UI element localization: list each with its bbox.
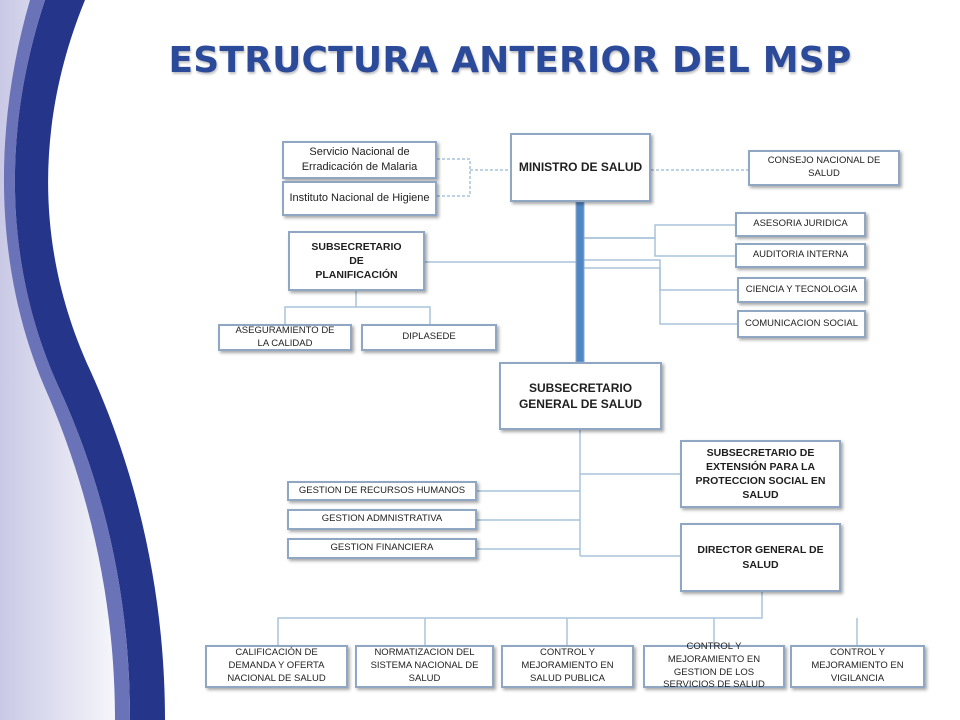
box-ciencia-tecnologia: CIENCIA Y TECNOLOGIA <box>737 277 866 303</box>
box-aseguramiento-calidad: ASEGURAMIENTO DE LA CALIDAD <box>218 324 352 351</box>
box-subsecretario-general: SUBSECRETARIO GENERAL DE SALUD <box>499 362 662 430</box>
box-comunicacion-social: COMUNICACION SOCIAL <box>737 310 866 338</box>
box-subsecretario-extension: SUBSECRETARIO DE EXTENSIÓN PARA LA PROTE… <box>680 440 841 508</box>
box-instituto-higiene: Instituto Nacional de Higiene <box>282 181 437 216</box>
box-auditoria-interna: AUDITORIA INTERNA <box>735 243 866 268</box>
box-servicio-malaria: Servicio Nacional de Erradicación de Mal… <box>282 141 437 179</box>
box-calificacion-demanda: CALIFICACIÓN DE DEMANDA Y OFERTA NACIONA… <box>205 645 348 688</box>
box-diplasede: DIPLASEDE <box>361 324 497 351</box>
box-gestion-rrhh: GESTION DE RECURSOS HUMANOS <box>287 481 477 501</box>
box-control-salud-publica: CONTROL Y MEJORAMIENTO EN SALUD PUBLICA <box>501 645 634 688</box>
box-consejo-nacional: CONSEJO NACIONAL DE SALUD <box>748 150 900 186</box>
box-subsecretario-planificacion: SUBSECRETARIO DE PLANIFICACIÓN <box>288 231 425 291</box>
box-control-vigilancia: CONTROL Y MEJORAMIENTO EN VIGILANCIA <box>790 645 925 688</box>
box-ministro-de-salud: MINISTRO DE SALUD <box>510 133 651 202</box>
box-normatizacion: NORMATIZACION DEL SISTEMA NACIONAL DE SA… <box>355 645 494 688</box>
box-gestion-financiera: GESTION FINANCIERA <box>287 538 477 559</box>
box-gestion-administrativa: GESTION ADMNISTRATIVA <box>287 509 477 530</box>
box-control-servicios: CONTROL Y MEJORAMIENTO EN GESTION DE LOS… <box>643 641 785 690</box>
box-asesoria-juridica: ASESORIA JURIDICA <box>735 212 866 237</box>
box-director-general: DIRECTOR GENERAL DE SALUD <box>680 523 841 592</box>
page-title: ESTRUCTURA ANTERIOR DEL MSP <box>168 40 852 81</box>
